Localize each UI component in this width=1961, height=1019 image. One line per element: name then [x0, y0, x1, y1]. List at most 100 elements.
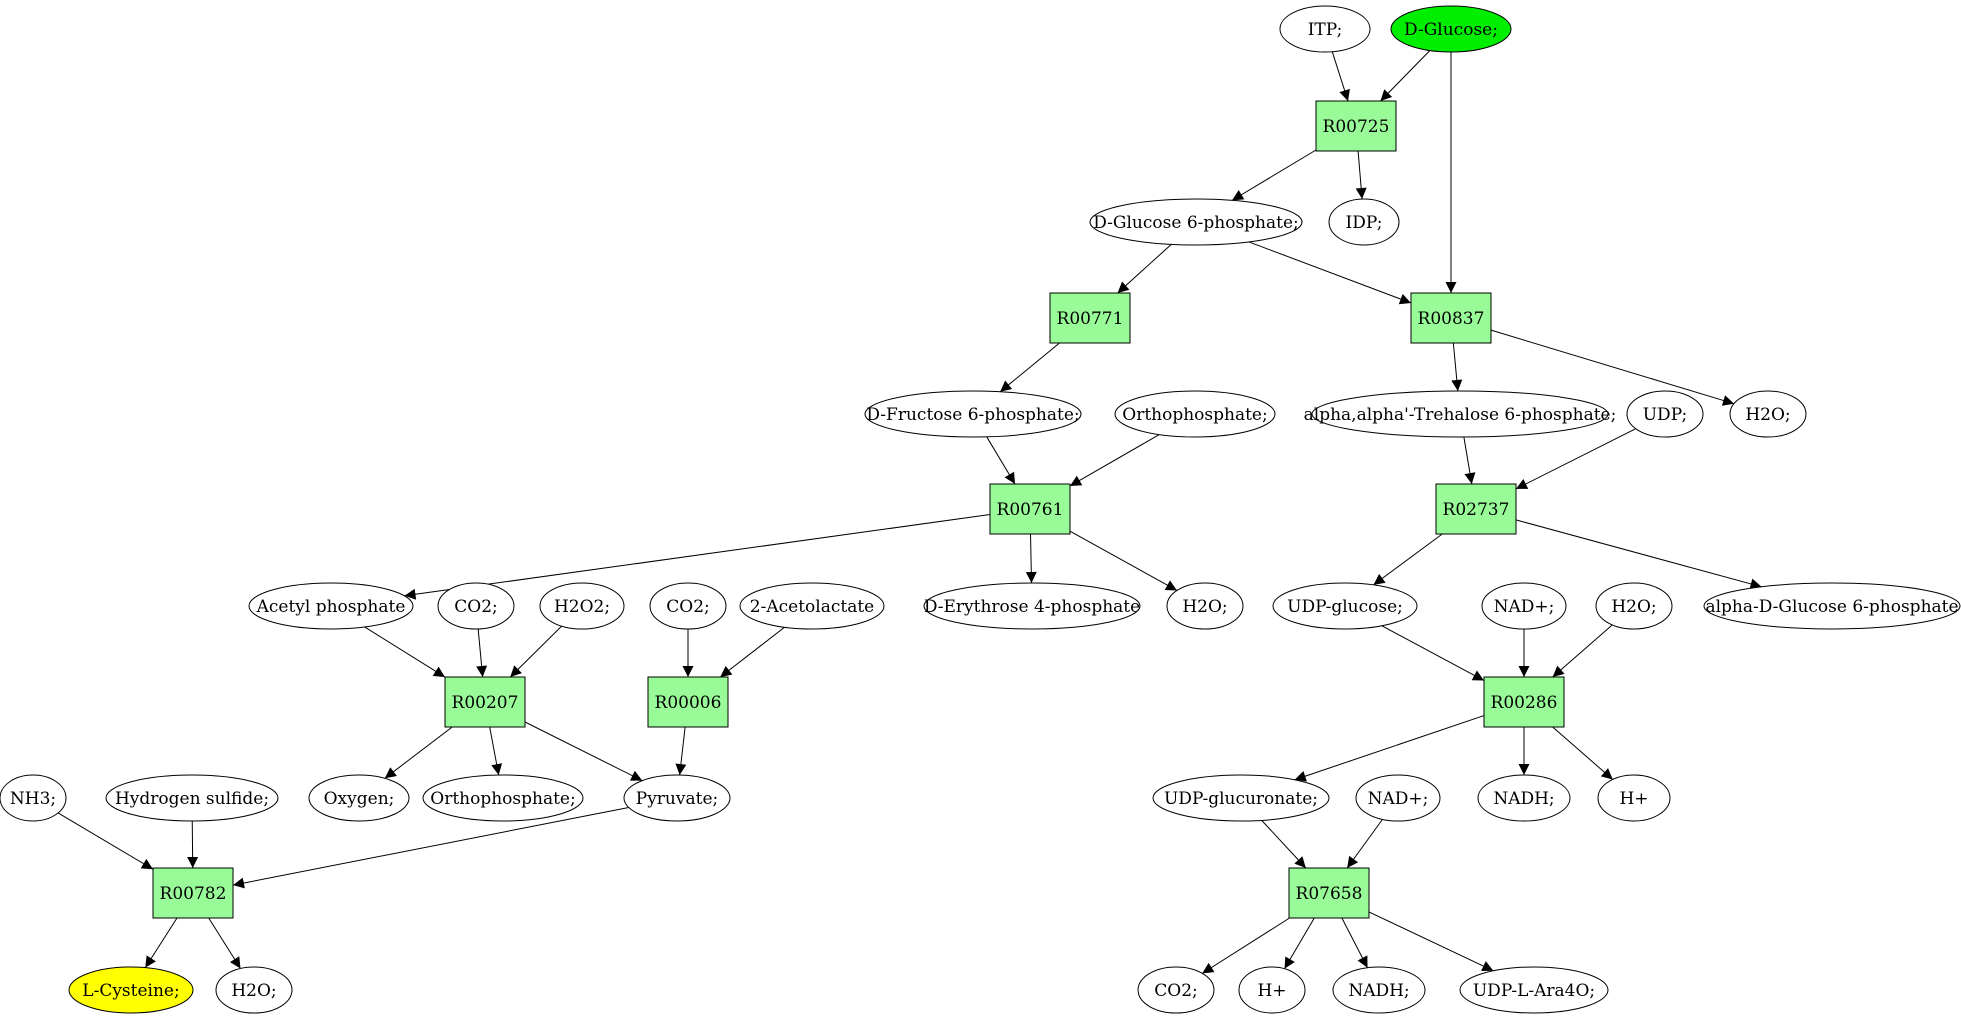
edge-co2a-to-r00207	[476, 628, 488, 678]
reaction-box	[989, 483, 1071, 535]
edge-r00761-to-e4p	[1025, 533, 1037, 584]
edge-nad2-to-r07658	[1346, 819, 1383, 869]
metabolite-node-h2o4: H2O;	[1595, 582, 1673, 630]
metabolite-ellipse	[1626, 390, 1704, 438]
metabolite-ellipse	[649, 582, 727, 630]
edge-t6p-to-r02737	[1463, 436, 1476, 485]
node-label: IDP;	[1346, 213, 1383, 233]
metabolite-node-acl: 2-Acetolactate	[739, 582, 885, 630]
metabolite-node-h2o5: H2O;	[215, 966, 293, 1014]
metabolite-node-udp: UDP;	[1626, 390, 1704, 438]
metabolite-node-oxy: Oxygen;	[308, 774, 410, 822]
reaction-box	[1435, 483, 1517, 535]
metabolite-node-nad1: NAD+;	[1481, 582, 1567, 630]
node-label: R00006	[655, 693, 722, 713]
reaction-node-r00207: R00207	[444, 676, 526, 728]
edge-r00725-to-idp	[1355, 150, 1367, 200]
metabolite-ellipse	[1477, 774, 1571, 822]
metabolite-node-t6p: alpha,alpha'-Trehalose 6-phosphate;	[1304, 390, 1617, 438]
metabolite-node-co2b: CO2;	[649, 582, 727, 630]
reaction-node-r00782: R00782	[152, 867, 234, 919]
metabolite-node-hp1: H+	[1597, 774, 1671, 822]
reaction-box	[444, 676, 526, 728]
node-label: NH3;	[10, 789, 56, 809]
metabolite-node-nh3: NH3;	[0, 774, 67, 822]
metabolite-ellipse	[1089, 198, 1303, 246]
node-label: R00761	[997, 500, 1064, 520]
metabolite-ellipse	[437, 582, 515, 630]
node-label: Oxygen;	[324, 789, 395, 809]
edge-glc-to-r00725	[1380, 50, 1431, 102]
metabolite-ellipse	[864, 390, 1082, 438]
edge-r00837-to-t6p	[1451, 342, 1463, 392]
edge-nh3-to-r00782	[57, 812, 154, 870]
metabolite-ellipse	[1279, 5, 1371, 53]
node-label: H2O;	[1611, 597, 1656, 617]
metabolite-ellipse	[308, 774, 410, 822]
metabolite-ellipse	[1355, 774, 1441, 822]
edge-r00837-to-h2o1	[1490, 329, 1735, 406]
edge-r02737-to-udpg	[1373, 533, 1443, 586]
node-label: D-Glucose;	[1404, 20, 1498, 40]
metabolite-node-pi2: Orthophosphate;	[422, 774, 584, 822]
node-label: UDP-glucose;	[1287, 597, 1403, 617]
edge-itp-to-r00725	[1331, 51, 1350, 102]
reaction-node-r00286: R00286	[1483, 676, 1565, 728]
metabolite-node-itp: ITP;	[1279, 5, 1371, 53]
metabolite-node-co2c: CO2;	[1137, 966, 1215, 1014]
node-label: ITP;	[1308, 20, 1343, 40]
metabolite-ellipse	[1595, 582, 1673, 630]
metabolite-ellipse	[105, 774, 279, 822]
edge-r00782-to-h2o5	[208, 917, 241, 969]
reaction-box	[1315, 100, 1397, 152]
metabolite-node-nadh2: NADH;	[1332, 966, 1426, 1014]
metabolite-node-ag6p: alpha-D-Glucose 6-phosphate	[1703, 582, 1961, 630]
node-label: H2O;	[1182, 597, 1227, 617]
reaction-box	[1410, 292, 1492, 344]
node-label: R00782	[160, 884, 227, 904]
metabolite-node-udpara: UDP-L-Ara4O;	[1459, 966, 1609, 1014]
metabolite-ellipse	[1481, 582, 1567, 630]
edge-h2o2-to-r00207	[509, 625, 563, 678]
reaction-node-r00761: R00761	[989, 483, 1071, 535]
metabolite-node-f6p: D-Fructose 6-phosphate;	[864, 390, 1082, 438]
node-label: R00771	[1057, 309, 1124, 329]
edge-r07658-to-udpara	[1368, 911, 1494, 972]
node-label: H2O;	[1745, 405, 1790, 425]
edge-acl-to-r00006	[719, 626, 785, 678]
metabolite-node-h2o1: H2O;	[1729, 390, 1807, 438]
metabolite-ellipse	[1390, 5, 1512, 53]
edge-pyr-to-r00782	[232, 806, 629, 889]
node-label: NADH;	[1493, 789, 1554, 809]
metabolite-node-nadh1: NADH;	[1477, 774, 1571, 822]
edge-r00761-to-acp	[404, 514, 991, 600]
node-label: CO2;	[454, 597, 498, 617]
metabolite-ellipse	[248, 582, 414, 630]
metabolite-ellipse	[1703, 582, 1961, 630]
node-label: NAD+;	[1494, 597, 1555, 617]
node-label: H2O2;	[554, 597, 610, 617]
metabolite-node-acp: Acetyl phosphate	[248, 582, 414, 630]
reaction-node-r00725: R00725	[1315, 100, 1397, 152]
reaction-box	[1483, 676, 1565, 728]
edge-r00761-to-h2o3	[1069, 530, 1178, 591]
edge-r00782-to-cys	[144, 917, 178, 968]
metabolite-ellipse	[1328, 198, 1400, 246]
reaction-box	[1049, 292, 1131, 344]
edge-acp-to-r00207	[364, 626, 446, 678]
node-label: R02737	[1443, 500, 1510, 520]
metabolite-ellipse	[623, 774, 731, 822]
edge-g6p-to-r00837	[1248, 241, 1412, 305]
node-label: UDP-L-Ara4O;	[1473, 981, 1595, 1001]
node-label: D-Fructose 6-phosphate;	[866, 405, 1079, 425]
edge-layer	[57, 50, 1762, 974]
reaction-box	[1288, 867, 1370, 919]
node-label: Orthophosphate;	[430, 789, 575, 809]
node-label: Orthophosphate;	[1122, 405, 1267, 425]
edge-r00725-to-g6p	[1231, 149, 1317, 201]
node-label: alpha,alpha'-Trehalose 6-phosphate;	[1304, 405, 1617, 425]
metabolite-ellipse	[1114, 390, 1276, 438]
node-label: Hydrogen sulfide;	[115, 789, 269, 809]
metabolite-node-udpg: UDP-glucose;	[1272, 582, 1418, 630]
